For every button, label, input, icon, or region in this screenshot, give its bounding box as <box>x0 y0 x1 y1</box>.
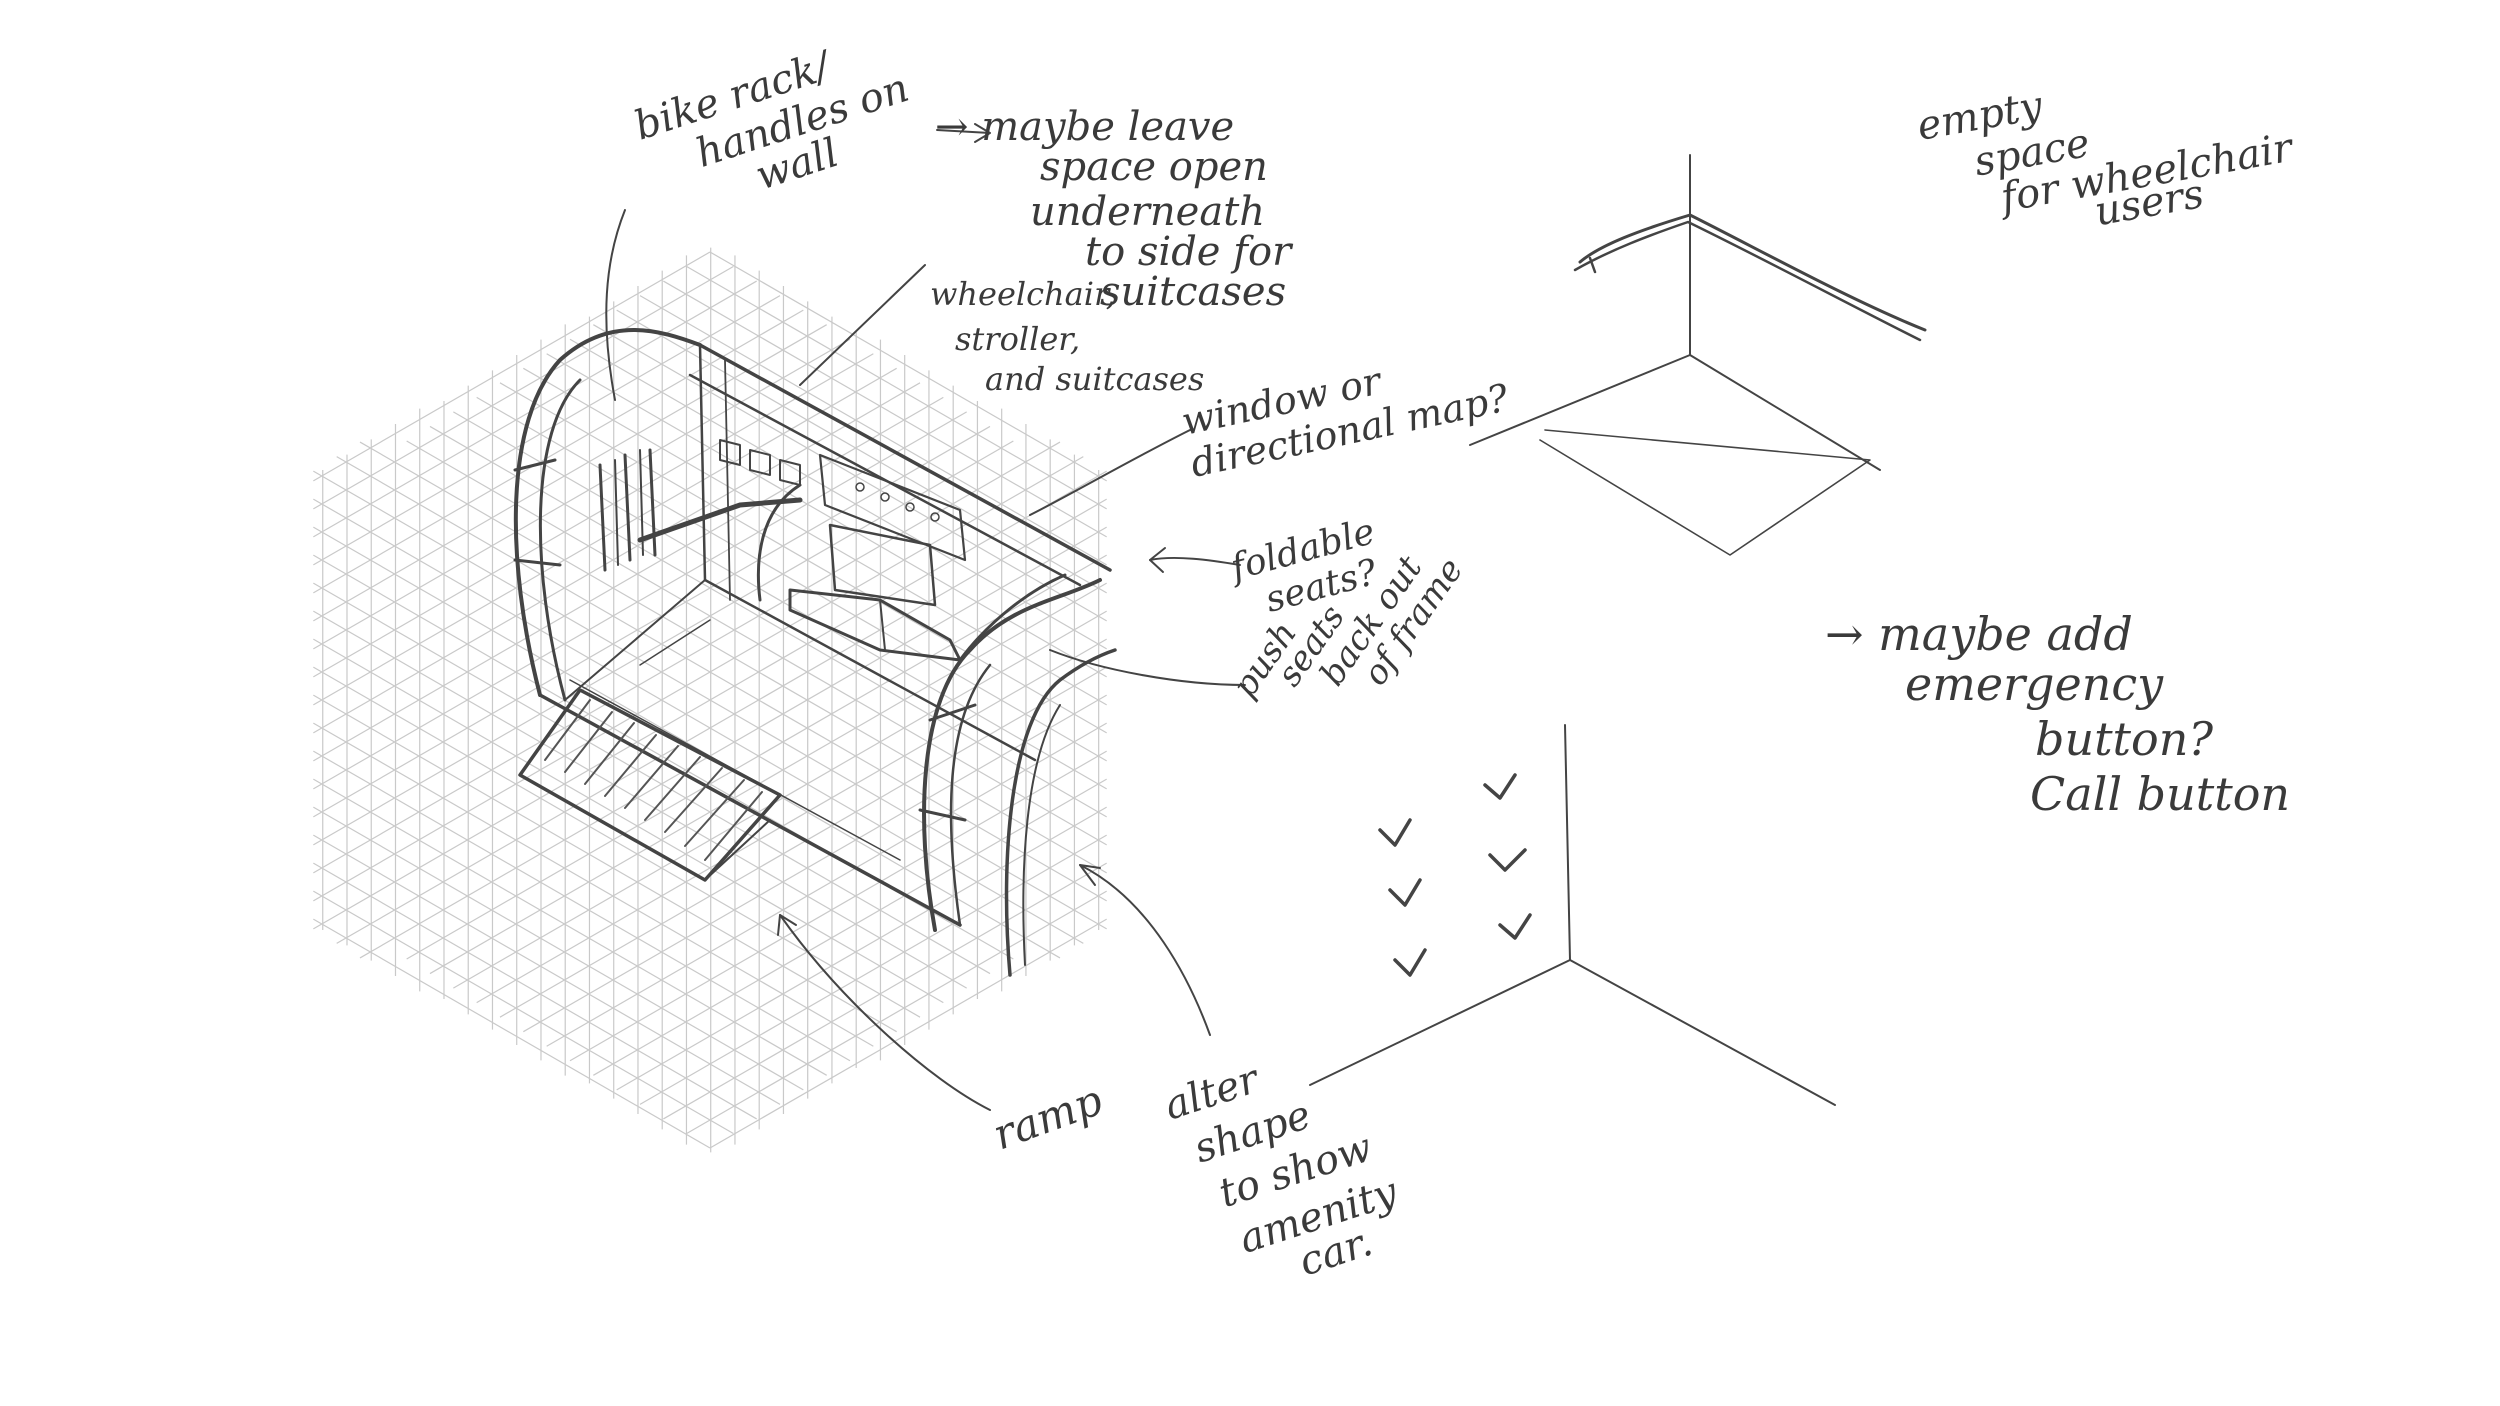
grid-line <box>313 918 711 1149</box>
grid-line <box>616 806 1107 1091</box>
grid-line <box>429 582 1107 975</box>
grid-line <box>709 918 1107 1149</box>
grid-line <box>569 750 1107 1062</box>
grid-line <box>313 324 827 622</box>
grid-line <box>313 470 1107 930</box>
note-ramp: ramp <box>987 1075 1109 1159</box>
grid-line <box>313 440 1014 846</box>
corner-sketch <box>1309 724 1836 1106</box>
grid-line <box>313 834 781 1105</box>
isometric-grid <box>313 247 1107 1153</box>
grid-line <box>499 666 1107 1018</box>
note-emergency-button: → maybe add emergency button? Call butto… <box>1825 607 2290 821</box>
grid-line <box>313 722 874 1047</box>
note-bike-rack: bike rack/ handles on wall <box>629 18 939 230</box>
grid-line <box>663 280 1107 538</box>
grid-line <box>686 890 1107 1134</box>
grid-line <box>313 456 1084 902</box>
empty-space-sketch <box>1469 154 1927 556</box>
leader-lines <box>605 123 1246 1111</box>
grid-line <box>499 382 1107 734</box>
grid-line <box>313 382 921 734</box>
grid-line <box>453 411 1107 790</box>
grid-line <box>313 666 921 1018</box>
grid-line <box>406 440 1107 846</box>
grid-line <box>313 694 897 1033</box>
grid-line <box>639 295 1107 566</box>
grid-line <box>359 526 1107 959</box>
note-wheelchair: wheelchair, stroller, and suitcases <box>930 275 1204 398</box>
note-window-map: window or directional map? <box>1178 333 1513 485</box>
grid-line <box>546 353 1107 678</box>
note-alter-shape: alter shape to show amenity car. <box>1159 1022 1427 1310</box>
grid-line <box>359 441 1107 874</box>
grid-line <box>313 251 711 482</box>
grid-line <box>453 610 1107 989</box>
grid-line <box>313 411 967 790</box>
grid-line <box>313 295 781 566</box>
grid-line <box>663 862 1107 1120</box>
grid-line <box>313 778 827 1076</box>
grid-line <box>313 610 967 989</box>
grid-line <box>523 367 1107 706</box>
grid-line <box>313 441 1061 874</box>
grid-line <box>313 396 944 762</box>
grid-line <box>336 498 1107 944</box>
grid-line <box>709 251 1107 482</box>
note-maybe-leave: → maybe leave space open underneath to s… <box>935 104 1304 315</box>
grid-line <box>313 425 991 818</box>
grid-line <box>336 456 1107 902</box>
grid-line <box>406 554 1107 960</box>
grid-line <box>313 526 1061 959</box>
grid-line <box>523 694 1107 1033</box>
grid-line <box>313 353 874 678</box>
grid-line <box>313 638 944 1004</box>
grid-line <box>593 778 1107 1076</box>
ramp-hatching <box>544 699 763 861</box>
grid-line <box>639 834 1107 1105</box>
grid-line <box>313 862 757 1120</box>
grid-line <box>569 338 1107 650</box>
grid-line <box>686 266 1107 510</box>
grid-line <box>313 498 1084 944</box>
note-empty-space: empty space for wheelchair users <box>1914 39 2314 263</box>
grid-line <box>476 396 1107 762</box>
grid-line <box>313 806 804 1091</box>
grid-line <box>313 367 897 706</box>
grid-line <box>476 638 1107 1004</box>
grid-line <box>313 280 757 538</box>
grid-line <box>313 338 851 650</box>
grid-line <box>313 266 734 510</box>
grid-line <box>546 722 1107 1047</box>
grid-line <box>313 750 851 1062</box>
grid-line <box>313 890 734 1134</box>
train-car-isometric-sketch <box>513 328 1117 977</box>
grid-line <box>593 324 1107 622</box>
